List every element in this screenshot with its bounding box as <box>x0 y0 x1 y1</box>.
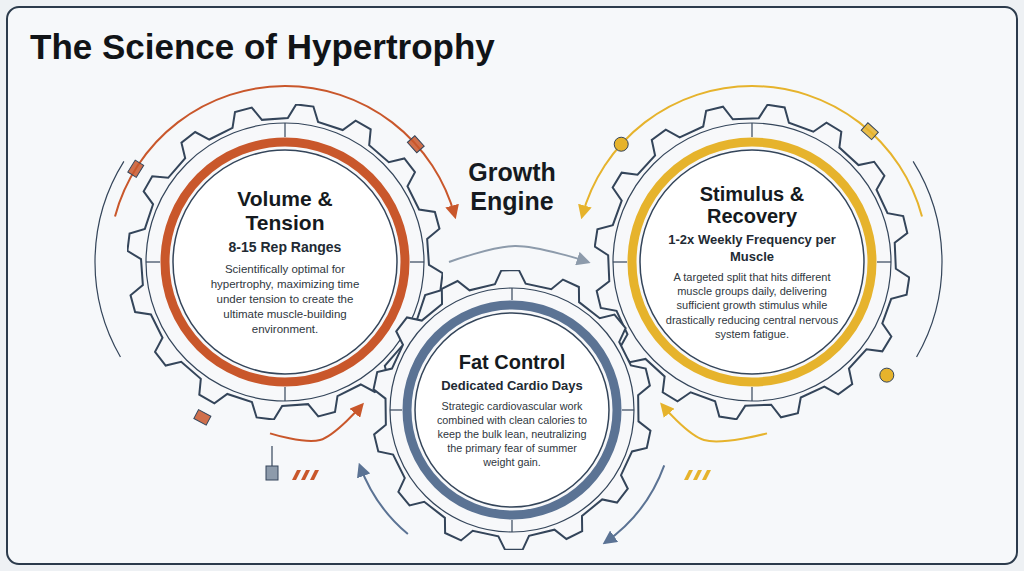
gear-rim <box>390 288 634 532</box>
gear-content: Volume & Tension 8-15 Rep RangesScientifi… <box>199 187 371 336</box>
gear-ring <box>165 142 405 382</box>
decor-dash <box>702 470 711 480</box>
gear-body: A targeted split that hits different mus… <box>659 270 845 341</box>
decor-tab <box>194 410 211 425</box>
gear-spoke <box>511 288 512 300</box>
gear-spoke <box>410 261 424 262</box>
decor-tab <box>407 136 424 153</box>
gear-content: Stimulus & Recovery 1-2x Weekly Frequency… <box>659 183 845 342</box>
gear-heading: Stimulus & Recovery <box>672 183 832 228</box>
gear-subheading: 8-15 Rep Ranges <box>229 239 342 257</box>
decor-arc <box>95 161 124 357</box>
decor-dash <box>310 470 319 480</box>
gear-node: Fat ControlDedicated Cardio DaysStrategi… <box>372 270 652 550</box>
decor-dash <box>292 470 301 480</box>
decor-arc <box>913 161 942 357</box>
decor-tab <box>861 123 878 140</box>
gear-spoke <box>751 123 752 137</box>
gear-rim <box>146 123 424 401</box>
gear-spoke <box>146 261 160 262</box>
title: The Science of Hypertrophy <box>30 27 495 67</box>
gear-spoke <box>877 261 891 262</box>
decor-arc <box>360 465 408 534</box>
title-wrap: The Science of Hypertrophy <box>30 27 495 67</box>
connector-arrow <box>662 405 767 442</box>
label-wrap: Growth Engine <box>442 158 582 216</box>
gear-spoke <box>284 387 285 401</box>
gear-teeth <box>374 270 651 550</box>
decor-dot <box>614 137 628 151</box>
gear-content: Fat ControlDedicated Cardio DaysStrategi… <box>433 351 591 470</box>
decor-line <box>271 446 272 466</box>
gear-spoke <box>622 409 634 410</box>
frame <box>7 7 1017 564</box>
decor-dot <box>880 368 894 382</box>
gear-face <box>173 150 397 374</box>
gear-subheading: Dedicated Cardio Days <box>441 378 583 394</box>
gear-rim <box>613 123 891 401</box>
decor-square <box>266 466 278 480</box>
gear-heading: Fat Control <box>459 351 566 373</box>
gear-subheading: 1-2x Weekly Frequency per Muscle <box>659 232 845 265</box>
gear-spoke <box>511 520 512 532</box>
decor-dash <box>693 470 702 480</box>
gear-spoke <box>284 123 285 137</box>
gear-heading: Volume & Tension <box>215 187 355 234</box>
gear-ring <box>632 142 872 382</box>
gear-spoke <box>613 261 627 262</box>
gear-ring <box>407 305 617 515</box>
gear-spoke <box>390 409 402 410</box>
center-label: Growth Engine <box>442 158 582 216</box>
gear-face <box>415 313 609 507</box>
gear-body: Scientifically optimal for hypertrophy, … <box>199 262 371 337</box>
decor-dash <box>301 470 310 480</box>
decor-tab <box>128 160 144 177</box>
connector-arrow <box>449 246 588 262</box>
gear-body: Strategic cardiovascular work combined w… <box>433 399 591 469</box>
gear-face <box>640 150 864 374</box>
decor-dash <box>684 470 693 480</box>
gear-spoke <box>751 387 752 401</box>
